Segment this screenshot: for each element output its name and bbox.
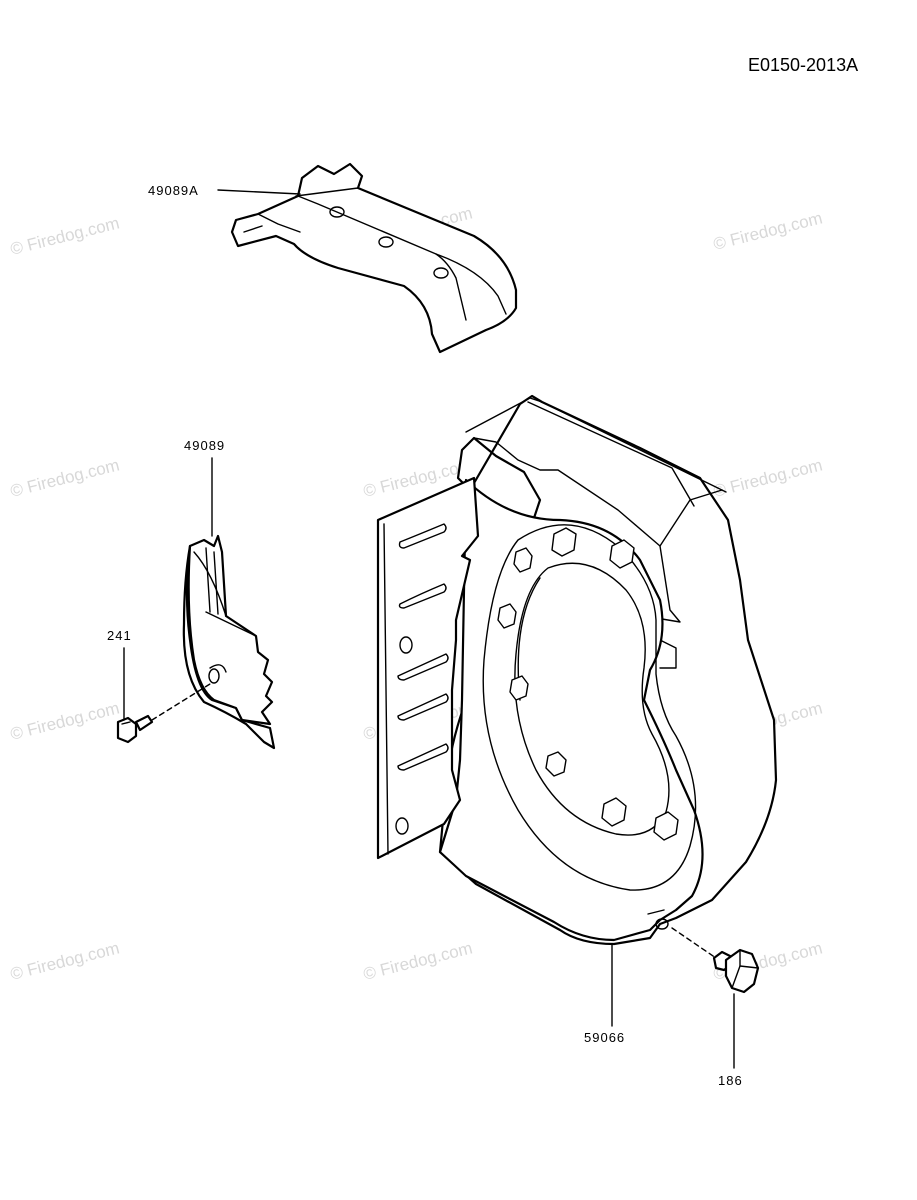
watermark-text: © Firedog.com	[711, 455, 824, 500]
leader-lines	[123, 189, 735, 1069]
watermark-text: © Firedog.com	[711, 208, 824, 253]
part-59066-fan-housing	[376, 394, 778, 946]
part-241-bolt	[116, 714, 154, 744]
watermark-text: © Firedog.com	[8, 455, 121, 500]
watermark-text: © Firedog.com	[8, 213, 121, 258]
part-49089A-cover-plate	[230, 162, 518, 354]
part-49089-baffle	[182, 534, 276, 750]
watermark-text: © Firedog.com	[8, 698, 121, 743]
part-label-186: 186	[718, 1073, 743, 1088]
watermark-text: © Firedog.com	[361, 938, 474, 983]
part-label-59066: 59066	[584, 1030, 625, 1045]
part-labels: 49089A 49089 241 59066 186	[107, 183, 743, 1088]
part-label-49089: 49089	[184, 438, 225, 453]
housing-lugs	[497, 527, 679, 841]
part-186-bolt	[712, 948, 760, 994]
part-label-241: 241	[107, 628, 132, 643]
part-label-49089A: 49089A	[148, 183, 199, 198]
watermark-text: © Firedog.com	[8, 938, 121, 983]
document-code: E0150-2013A	[748, 55, 858, 75]
